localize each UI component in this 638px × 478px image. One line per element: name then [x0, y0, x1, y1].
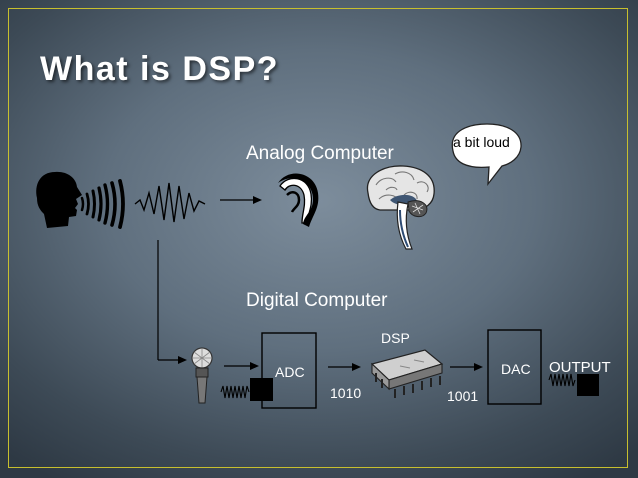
speaking-head-icon — [36, 171, 82, 228]
brain-icon — [366, 165, 435, 250]
adc-label: ADC — [275, 364, 305, 380]
chip-icon — [370, 349, 444, 398]
arrow-mic-to-adc — [224, 362, 259, 370]
arrow-dsp-to-dac — [450, 363, 483, 371]
ear-icon — [278, 173, 319, 227]
dac-label: DAC — [501, 361, 531, 377]
adc-input-signal-icon — [220, 378, 273, 401]
code-in-label: 1010 — [330, 385, 362, 401]
connector-to-mic — [157, 240, 187, 364]
slide-title: What is DSP? — [40, 50, 280, 88]
analog-computer-label: Analog Computer — [246, 143, 394, 164]
speaker-icon — [548, 373, 599, 396]
speech-bubble — [451, 123, 522, 187]
digital-computer-label: Digital Computer — [246, 290, 388, 311]
analog-waveform-icon — [134, 182, 206, 223]
slide-frame — [8, 8, 628, 468]
arrow-adc-to-dsp — [328, 363, 361, 371]
dsp-label: DSP — [381, 330, 410, 346]
adc-box — [261, 332, 317, 409]
speech-bubble-text: a bit loud — [453, 134, 510, 150]
microphone-icon — [191, 347, 213, 404]
sound-wave-bars-icon — [80, 179, 125, 229]
arrow-to-ear — [220, 196, 262, 204]
code-out-label: 1001 — [447, 388, 479, 404]
dac-box — [487, 329, 542, 405]
output-label: OUTPUT — [549, 359, 611, 376]
